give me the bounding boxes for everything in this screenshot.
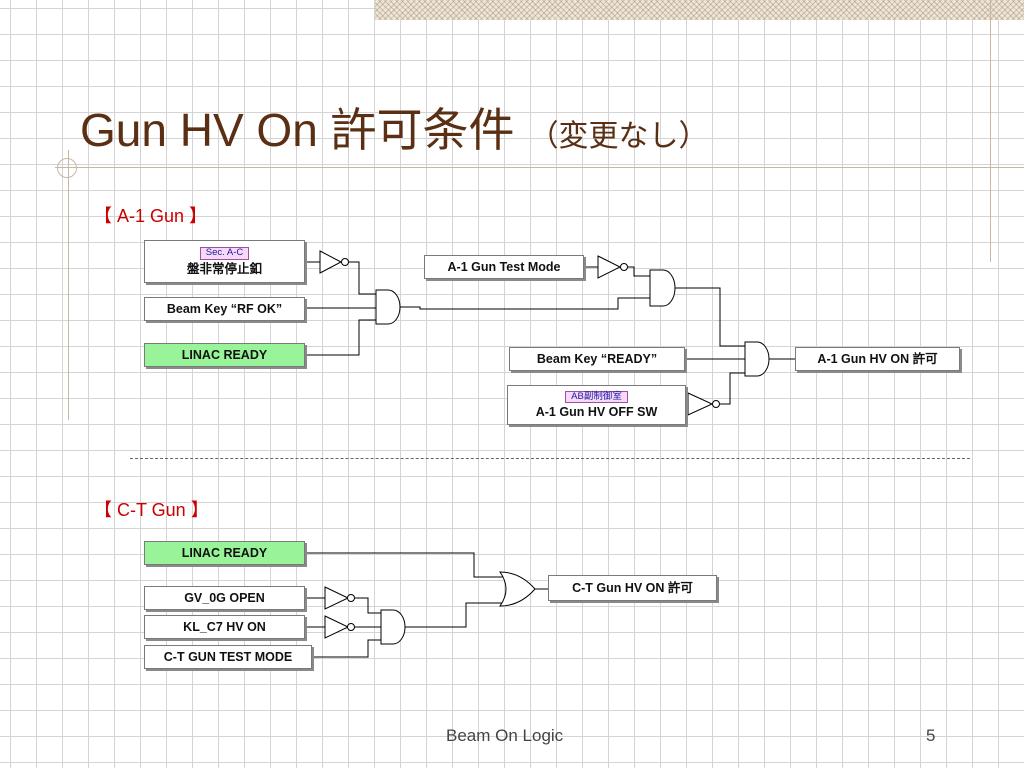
linac-ready-ct-label: LINAC READY: [181, 545, 268, 560]
not-gate-hv-off: [687, 392, 714, 416]
input-kl-c7: KL_C7 HV ON: [144, 615, 305, 639]
input-hv-off-sw: AB副制御室 A-1 Gun HV OFF SW: [507, 385, 686, 425]
slide-subtitle: （変更なし）: [528, 120, 709, 153]
input-linac-ready-a1: LINAC READY: [144, 343, 305, 367]
and-gate-ct: [380, 609, 406, 645]
decorative-band: [375, 0, 1024, 20]
input-beam-key-rf: Beam Key “RF OK”: [144, 297, 305, 321]
hv-off-sw-label: A-1 Gun HV OFF SW: [535, 405, 658, 420]
decorative-rule-left: [68, 150, 69, 420]
decorative-rule: [55, 167, 1024, 168]
section-label-a1: 【 A-1 Gun 】: [94, 206, 208, 226]
beam-key-ready-label: Beam Key “READY”: [536, 351, 658, 366]
not-gate-gv-open-bubble: [347, 594, 355, 602]
footer-title: Beam On Logic: [446, 726, 564, 745]
not-gate-emergency: [319, 250, 343, 274]
logic-gates: [319, 250, 770, 645]
output-ct-hv-on: C-T Gun HV ON 許可: [548, 575, 717, 601]
section-divider: [130, 458, 970, 459]
kl-c7-label: KL_C7 HV ON: [183, 619, 266, 634]
not-gate-test-mode-bubble: [620, 263, 628, 271]
ct-test-mode-label: C-T GUN TEST MODE: [163, 649, 293, 664]
not-gate-gv-open: [324, 586, 350, 610]
or-gate-ct: [499, 571, 536, 607]
and-gate-a1-output: [744, 341, 770, 377]
input-linac-ready-ct: LINAC READY: [144, 541, 305, 565]
input-ct-test-mode: C-T GUN TEST MODE: [144, 645, 312, 669]
not-gate-hv-off-bubble: [712, 400, 720, 408]
section-label-ct: 【 C-T Gun 】: [94, 500, 209, 520]
gv-open-label: GV_0G OPEN: [184, 590, 265, 605]
and-gate-a1-second: [649, 269, 676, 307]
hv-off-sw-tag: AB副制御室: [565, 390, 628, 404]
ct-hv-on-label: C-T Gun HV ON 許可: [572, 580, 693, 595]
and-gate-a1-first: [375, 289, 401, 325]
input-emergency-stop: Sec. A-C 盤非常停止釦: [144, 240, 305, 283]
input-gv-open: GV_0G OPEN: [144, 586, 305, 610]
emergency-stop-tag: Sec. A-C: [199, 247, 250, 260]
slide-title: Gun HV On 許可条件 （変更なし）: [80, 94, 709, 160]
decorative-rule-right: [990, 0, 991, 262]
not-gate-kl-c7-bubble: [347, 623, 355, 631]
not-gate-kl-c7: [324, 615, 350, 639]
decorative-circle: [57, 158, 77, 178]
not-gate-test-mode: [597, 255, 622, 279]
not-gate-emergency-bubble: [341, 258, 349, 266]
a1-test-mode-label: A-1 Gun Test Mode: [447, 259, 561, 274]
slide-title-main: Gun HV On 許可条件: [80, 104, 515, 156]
wires: [305, 261, 795, 658]
linac-ready-a1-label: LINAC READY: [181, 347, 268, 362]
output-a1-hv-on: A-1 Gun HV ON 許可: [795, 347, 960, 371]
page-number: 5: [926, 726, 936, 745]
a1-hv-on-label: A-1 Gun HV ON 許可: [817, 351, 938, 366]
input-a1-test-mode: A-1 Gun Test Mode: [424, 255, 584, 279]
input-beam-key-ready: Beam Key “READY”: [509, 347, 685, 371]
emergency-stop-label: 盤非常停止釦: [186, 261, 262, 276]
beam-key-rf-label: Beam Key “RF OK”: [166, 301, 283, 316]
